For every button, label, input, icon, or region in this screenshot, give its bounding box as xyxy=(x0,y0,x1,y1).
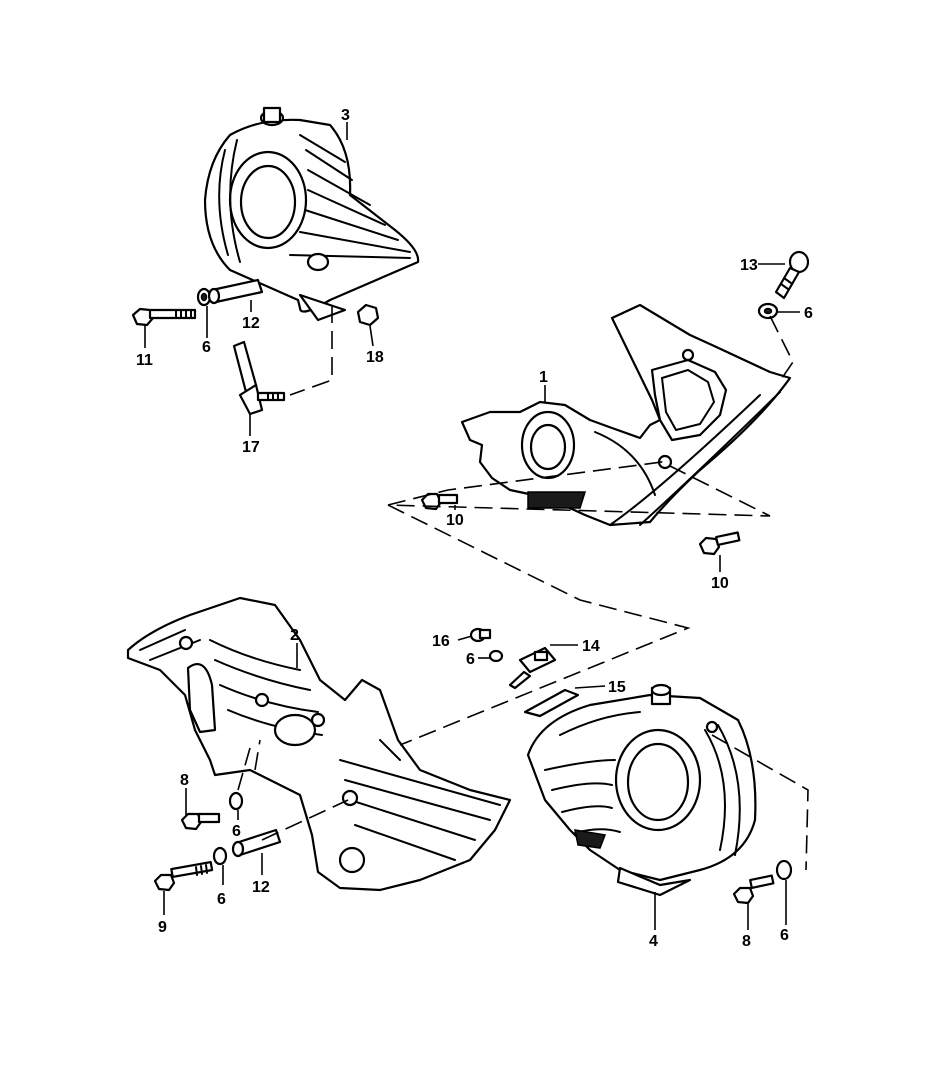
callout-1: 1 xyxy=(539,369,548,386)
part-3-fan-housing-upper xyxy=(203,106,420,322)
bracket-15 xyxy=(523,688,580,718)
nut-18 xyxy=(356,303,380,327)
callout-16: 16 xyxy=(432,633,450,650)
callout-12: 12 xyxy=(242,315,260,332)
washer-6-mid xyxy=(488,649,504,663)
bolt-16 xyxy=(469,627,492,643)
bolt-11 xyxy=(131,307,197,327)
callout-4: 4 xyxy=(649,933,658,950)
callout-10: 10 xyxy=(711,575,729,592)
part-1-belt-cover-upper xyxy=(460,303,792,527)
bolt-8-left xyxy=(180,812,221,831)
bolt-8-right xyxy=(732,874,775,905)
callout-14: 14 xyxy=(582,638,600,655)
callout-8: 8 xyxy=(180,772,189,789)
part-2-belt-cover-lower xyxy=(126,596,512,892)
bolt-9 xyxy=(153,861,214,892)
assembly-lines xyxy=(237,305,809,871)
bolt-13 xyxy=(774,250,810,300)
callout-6: 6 xyxy=(780,927,789,944)
washer-6-lower-left xyxy=(212,846,228,866)
callout-3: 3 xyxy=(341,107,350,124)
callout-6: 6 xyxy=(466,651,475,668)
callout-labels: 3 11 6 12 18 17 13 6 1 10 10 2 16 6 14 1… xyxy=(136,107,813,950)
callout-6: 6 xyxy=(232,823,241,840)
callout-13: 13 xyxy=(740,257,758,274)
callout-17: 17 xyxy=(242,439,260,456)
callout-18: 18 xyxy=(366,349,384,366)
callout-8: 8 xyxy=(742,933,751,950)
callout-12: 12 xyxy=(252,879,270,896)
callout-6: 6 xyxy=(217,891,226,908)
callout-15: 15 xyxy=(608,679,626,696)
washer-6-left xyxy=(228,791,244,811)
bracket-17 xyxy=(232,340,286,416)
part-4-fan-housing-lower xyxy=(526,683,757,897)
sleeve-12 xyxy=(207,278,264,305)
bolt-10-left xyxy=(420,492,459,511)
leader-lines xyxy=(144,122,800,930)
bolt-10-right xyxy=(698,531,741,556)
callout-11: 11 xyxy=(136,352,153,369)
callout-9: 9 xyxy=(158,919,167,936)
callout-6: 6 xyxy=(804,305,813,322)
callout-2: 2 xyxy=(290,627,299,644)
sensor-14 xyxy=(508,646,557,690)
callout-6: 6 xyxy=(202,339,211,356)
callout-10: 10 xyxy=(446,512,464,529)
washer-6-lower-right xyxy=(775,859,793,881)
